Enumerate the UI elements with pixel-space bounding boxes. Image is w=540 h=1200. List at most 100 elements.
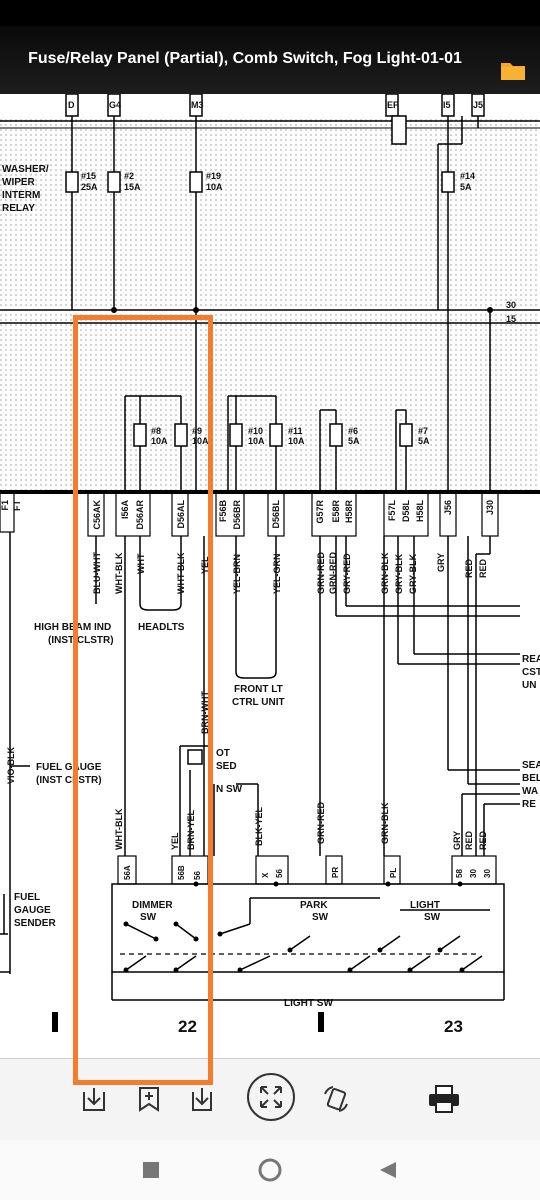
top-fuses (65, 171, 455, 193)
svg-text:D56BL: D56BL (271, 500, 281, 529)
sender-label: SENDER (14, 918, 56, 929)
fullscreen-icon[interactable] (244, 1067, 298, 1127)
light-switch (111, 855, 505, 973)
svg-text:GRY-RED: GRY-RED (342, 553, 352, 594)
status-bar (0, 0, 540, 26)
relay-label: RELAY (2, 203, 35, 214)
fuse-id: #11 (288, 426, 303, 436)
switch-pin: PR (331, 867, 340, 878)
bookmark-down-icon[interactable] (178, 1071, 226, 1127)
fuse-rating: 15A (124, 182, 141, 192)
fuse-rating: 10A (192, 436, 209, 446)
svg-text:D58L: D58L (401, 500, 411, 523)
svg-text:H58L: H58L (415, 500, 425, 523)
yel-label: YEL (170, 832, 180, 850)
fuse-id: #7 (418, 426, 428, 436)
switch-pin: 56 (275, 869, 284, 878)
svg-text:BLU-WHT: BLU-WHT (92, 552, 102, 594)
high-beam-sub-label: (INST CLSTR) (48, 635, 114, 646)
cst-label: CST (522, 667, 540, 678)
folder-icon[interactable] (500, 59, 526, 81)
bus-label: 15 (506, 314, 516, 324)
svg-text:WHT: WHT (136, 553, 146, 574)
light-sw-inner-label: SW (424, 912, 441, 923)
n-sw-label: N SW (216, 784, 243, 795)
dimmer-sw-label: SW (140, 912, 157, 923)
fuse-id: #19 (206, 171, 221, 181)
fuel-gauge-sub-label: (INST CLSTR) (36, 775, 102, 786)
rotate-icon[interactable] (312, 1071, 360, 1127)
svg-text:C56AK: C56AK (92, 500, 102, 530)
switch-pin: 56 (193, 871, 202, 880)
fuse-id: #9 (192, 426, 202, 436)
bookmark-add-icon[interactable] (125, 1071, 173, 1127)
fuse-rating: 25A (81, 182, 98, 192)
home-icon[interactable] (254, 1154, 286, 1186)
switch-pin: 56A (123, 865, 132, 880)
fuse-rating: 5A (460, 182, 472, 192)
high-beam-label: HIGH BEAM IND (34, 622, 111, 633)
svg-text:J56: J56 (443, 500, 453, 515)
conn-label: I5 (443, 100, 451, 110)
sed-label: SED (216, 761, 237, 772)
svg-text:RED: RED (464, 558, 474, 578)
fuse-id: #2 (124, 171, 134, 181)
light-sw-inner-label: LIGHT (410, 900, 440, 911)
fuse-rating: 5A (348, 436, 360, 446)
back-icon[interactable] (372, 1154, 404, 1186)
brn-wht-label: BRN-WHT (200, 691, 210, 734)
svg-text:YEL-BRN: YEL-BRN (232, 554, 242, 594)
park-sw-label: SW (312, 912, 329, 923)
red-label: RED (478, 830, 488, 850)
svg-text:GRY-BLK: GRY-BLK (394, 553, 404, 594)
fuse-rating: 10A (248, 436, 265, 446)
svg-text:GRY: GRY (436, 553, 446, 572)
recents-icon[interactable] (135, 1154, 167, 1186)
bel-label: BEL (522, 773, 540, 784)
fuse-rating: 5A (418, 436, 430, 446)
fuse-id: #14 (460, 171, 475, 181)
switch-pin: X (261, 872, 270, 878)
brn-yel-label: BRN-YEL (186, 809, 196, 850)
dimmer-sw-label: DIMMER (132, 900, 173, 911)
light-sw-label: LIGHT SW (284, 998, 333, 1009)
svg-text:VIO-BLK: VIO-BLK (6, 747, 16, 784)
wht-blk-label: WHT-BLK (114, 808, 124, 850)
washer-label: WASHER/ (2, 164, 49, 175)
print-icon[interactable] (420, 1071, 468, 1127)
fuel-sender-label: FUEL (14, 892, 40, 903)
fuse-id: #8 (151, 426, 161, 436)
svg-text:WHT-BLK: WHT-BLK (176, 552, 186, 594)
conn-label: G4 (109, 100, 121, 110)
svg-text:RED: RED (478, 558, 488, 578)
fuel-gauge-label: FUEL GAUGE (36, 762, 102, 773)
wiper-label: WIPER (2, 177, 36, 188)
un-label: UN (522, 680, 536, 691)
fuse-id: #15 (81, 171, 96, 181)
ctrl-unit-label: CTRL UNIT (232, 697, 285, 708)
fuse-id: #10 (248, 426, 263, 436)
gry-label: GRY (452, 831, 462, 850)
sea-label: SEA (522, 760, 540, 771)
page-number: 22 (178, 1017, 197, 1036)
top-connectors (65, 94, 485, 117)
switch-pin: 58 (455, 869, 464, 878)
svg-text:J30: J30 (485, 500, 495, 515)
svg-text:D56BR: D56BR (232, 500, 242, 530)
svg-text:E58R: E58R (331, 500, 341, 523)
svg-text:H58R: H58R (344, 500, 354, 524)
svg-text:GRN-BLK: GRN-BLK (380, 552, 390, 594)
document-title: Fuse/Relay Panel (Partial), Comb Switch,… (28, 50, 462, 67)
re-label: RE (522, 799, 536, 810)
wiring-diagram[interactable]: D G4 M3 EF I5 J5 WASHER/ WIPER INTERM RE… (0, 94, 540, 1058)
conn-label: M3 (191, 100, 204, 110)
switch-pin: 30 (469, 869, 478, 878)
svg-text:GRY-BLK: GRY-BLK (408, 553, 418, 594)
bottom-toolbar (0, 1058, 540, 1141)
svg-text:YEL: YEL (200, 556, 210, 574)
svg-text:WHT-BLK: WHT-BLK (114, 552, 124, 594)
conn-label: D (68, 100, 75, 110)
svg-text:GRN-RED: GRN-RED (328, 552, 338, 594)
download-icon[interactable] (70, 1071, 118, 1127)
park-sw-label: PARK (300, 900, 328, 911)
